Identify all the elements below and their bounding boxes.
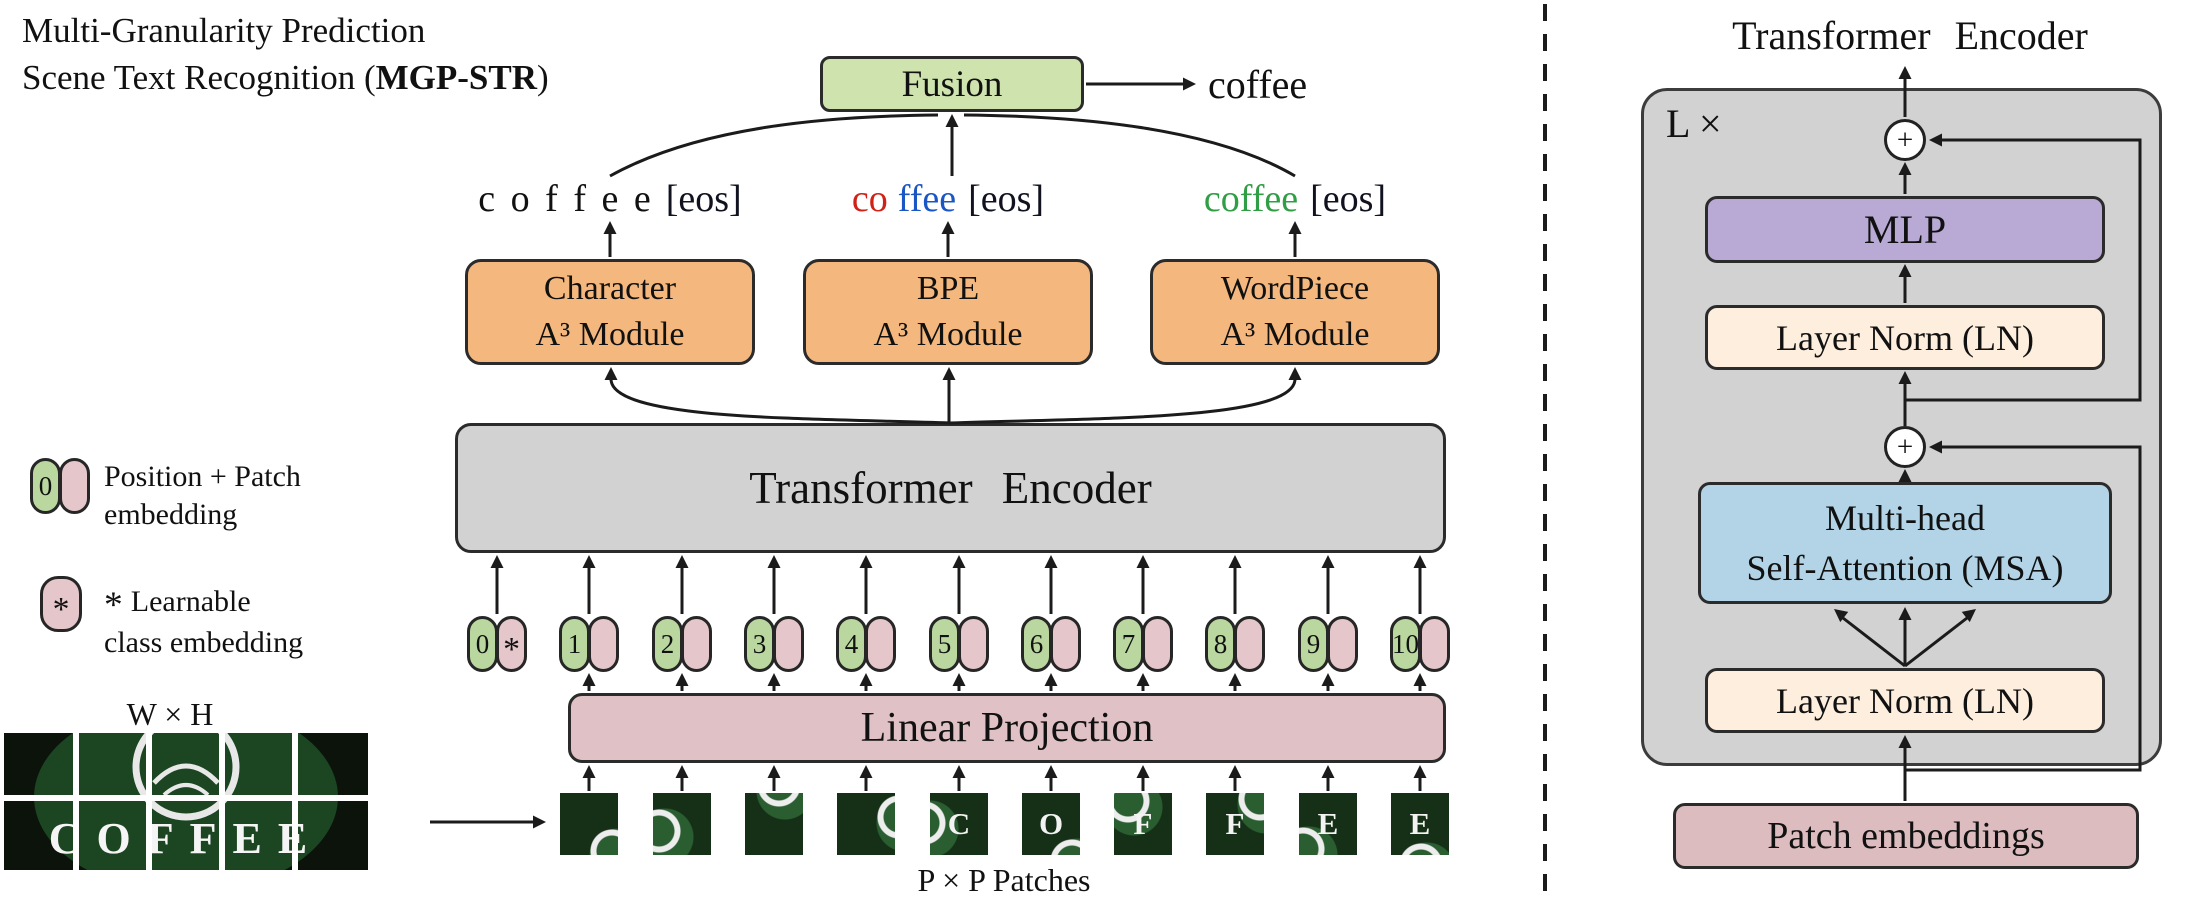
position-embedding-cell: 1 [559,616,590,672]
msa-box: Multi-head Self-Attention (MSA) [1698,482,2112,604]
legend-patch-cell [59,458,90,514]
loop-count-label: L × [1666,101,1722,146]
bpe-eos: [eos] [968,178,1045,220]
patch-embedding-cell [1142,616,1173,672]
wordpiece-a3-module: WordPiece A³ Module [1150,259,1440,365]
bpe-module-line1: BPE [916,270,980,308]
legend-class-embedding-sample: * [40,576,82,632]
asterisk-icon: * [104,585,123,627]
main-title-line1: Multi-Granularity Prediction [22,11,426,50]
wordpiece-module-line2: A³ Module [1220,316,1370,353]
residual-add-bottom: + [1884,426,1926,468]
patch-embedding-cell [1419,616,1450,672]
position-embedding-cell: 7 [1113,616,1144,672]
image-patch-4 [837,793,895,855]
position-embedding-cell: 0 [467,616,498,672]
wordpiece-module-line1: WordPiece [1220,270,1370,308]
image-patch-5: C [930,793,988,855]
image-patch-9: E [1299,793,1357,855]
legend-class-embedding-label: *Learnable class embedding [104,585,304,659]
position-embedding-cell: 5 [929,616,960,672]
linear-projection-box: Linear Projection [568,693,1446,763]
patch-embedding-cell [1327,616,1358,672]
position-embedding-cell: 2 [652,616,683,672]
msa-line2: Self-Attention (MSA) [1746,548,2064,588]
token-7: 7 [1113,616,1173,672]
character-module-line1: Character [543,270,677,308]
patches-caption: P × P Patches [917,862,1091,898]
output-word: coffee [1208,61,1308,107]
position-embedding-cell: 4 [836,616,867,672]
token-2: 2 [652,616,712,672]
token-4: 4 [836,616,896,672]
character-a3-module: Character A³ Module [465,259,755,365]
image-patch-2 [653,793,711,855]
token-0: 0* [467,616,527,672]
wordpiece-prediction: coffee [eos] [1145,176,1445,222]
position-embedding-cell: 8 [1205,616,1236,672]
patch-embedding-cell [681,616,712,672]
token-10: 10 [1390,616,1450,672]
main-title: Multi-Granularity Prediction Scene Text … [22,8,549,101]
legend-position-cell: 0 [30,458,61,514]
patch-embeddings-box: Patch embeddings [1673,803,2139,869]
character-module-line2: A³ Module [535,316,685,353]
msa-line1: Multi-head [1825,497,1985,538]
patch-embedding-cell: * [496,616,527,672]
wordpiece-eos: [eos] [1310,178,1387,220]
character-eos: [eos] [665,178,742,220]
bpe-a3-module: BPE A³ Module [803,259,1093,365]
image-word: COFFEE [49,814,323,863]
right-panel-title: Transformer Encoder [1732,13,2088,58]
source-image: COFFEE [4,733,368,870]
patch-embedding-cell [1050,616,1081,672]
position-embedding-cell: 3 [744,616,775,672]
token-6: 6 [1021,616,1081,672]
fusion-box: Fusion [820,56,1084,112]
image-size-label: W × H [126,696,214,732]
token-8: 8 [1205,616,1265,672]
character-prediction-text: c o f f e e [478,178,654,220]
legend-position-patch-label: Position + Patch embedding [104,460,301,532]
token-1: 1 [559,616,619,672]
main-title-line2: Scene Text Recognition (MGP-STR) [22,57,549,97]
layer-norm-bottom: Layer Norm (LN) [1705,668,2105,733]
position-embedding-cell: 9 [1298,616,1329,672]
legend-token-number: 0 [38,470,53,501]
position-embedding-cell: 10 [1390,616,1421,672]
image-patch-8: F [1206,793,1264,855]
position-embedding-cell: 6 [1021,616,1052,672]
patch-embedding-cell [773,616,804,672]
patch-embedding-cell [588,616,619,672]
mlp-box: MLP [1705,196,2105,263]
bpe-prediction-red: co [851,178,888,220]
image-patch-3 [745,793,803,855]
legend-embedding-sample: 0 [30,458,90,514]
patch-embedding-cell [865,616,896,672]
residual-add-top: + [1884,119,1926,161]
bpe-prediction: co ffee [eos] [798,176,1098,222]
token-3: 3 [744,616,804,672]
character-prediction: c o f f e e [eos] [460,176,760,222]
patch-embedding-cell [1234,616,1265,672]
image-patch-6: O [1022,793,1080,855]
token-9: 9 [1298,616,1358,672]
patch-embedding-cell [958,616,989,672]
image-patch-1 [560,793,618,855]
layer-norm-top: Layer Norm (LN) [1705,305,2105,370]
bpe-prediction-blue: ffee [897,178,957,220]
token-5: 5 [929,616,989,672]
bpe-module-line2: A³ Module [873,316,1023,353]
patch-grid-lines [4,733,368,870]
wordpiece-prediction-text: coffee [1203,178,1299,220]
image-patch-10: E [1391,793,1449,855]
asterisk-icon: * [52,590,70,628]
image-patch-7: F [1114,793,1172,855]
transformer-encoder-box: Transformer Encoder [455,423,1446,553]
